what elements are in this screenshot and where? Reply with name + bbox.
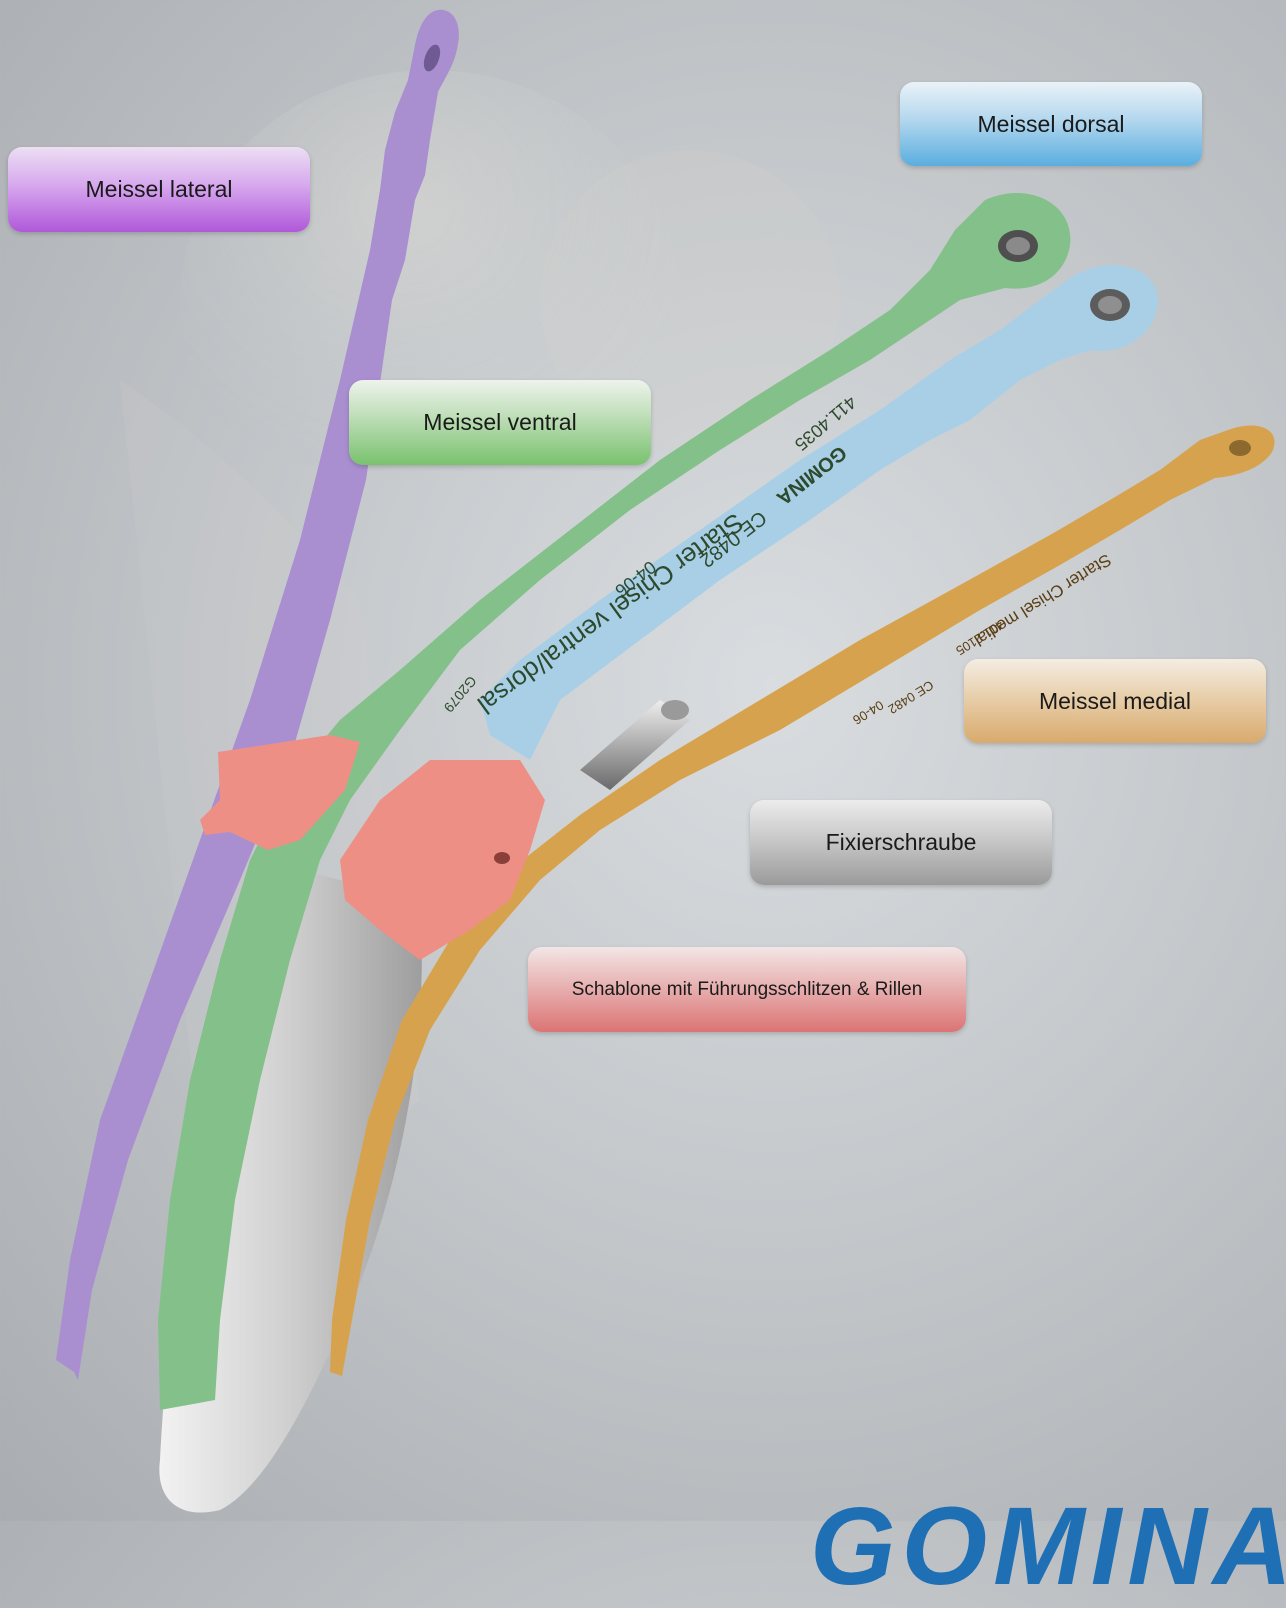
- ventral-chisel: [158, 192, 1071, 1411]
- label-meissel-lateral-text: Meissel lateral: [85, 176, 233, 202]
- brand-logo: GOMINA: [810, 1485, 1286, 1608]
- label-fixierschraube-text: Fixierschraube: [825, 829, 977, 855]
- lateral-chisel: [56, 9, 459, 1380]
- label-meissel-ventral: Meissel ventral: [349, 380, 651, 465]
- label-schablone-text: Schablone mit Führungsschlitzen & Rillen: [571, 978, 923, 1000]
- label-meissel-medial: Meissel medial: [964, 659, 1266, 743]
- label-fixierschraube: Fixierschraube: [750, 800, 1052, 885]
- medial-engraving-ce: CE 0482: [886, 677, 937, 717]
- label-meissel-dorsal: Meissel dorsal: [900, 82, 1202, 166]
- label-meissel-dorsal-text: Meissel dorsal: [977, 110, 1125, 137]
- medial-engraving-date: 04-06: [850, 697, 886, 727]
- engraving-name: Starter Chisel ventral/dorsal: [472, 507, 749, 720]
- label-meissel-lateral: Meissel lateral: [8, 147, 310, 232]
- label-meissel-ventral-text: Meissel ventral: [423, 409, 577, 435]
- guide-template: [200, 735, 545, 960]
- instrument-illustration: Starter Chisel ventral/dorsal 411.4035 C…: [56, 9, 1275, 1513]
- label-meissel-medial-text: Meissel medial: [1038, 687, 1192, 714]
- dorsal-chisel: [480, 265, 1159, 760]
- label-schablone: Schablone mit Führungsschlitzen & Rillen: [528, 947, 966, 1032]
- medial-chisel: [330, 425, 1275, 1376]
- fixation-screw: [580, 700, 690, 790]
